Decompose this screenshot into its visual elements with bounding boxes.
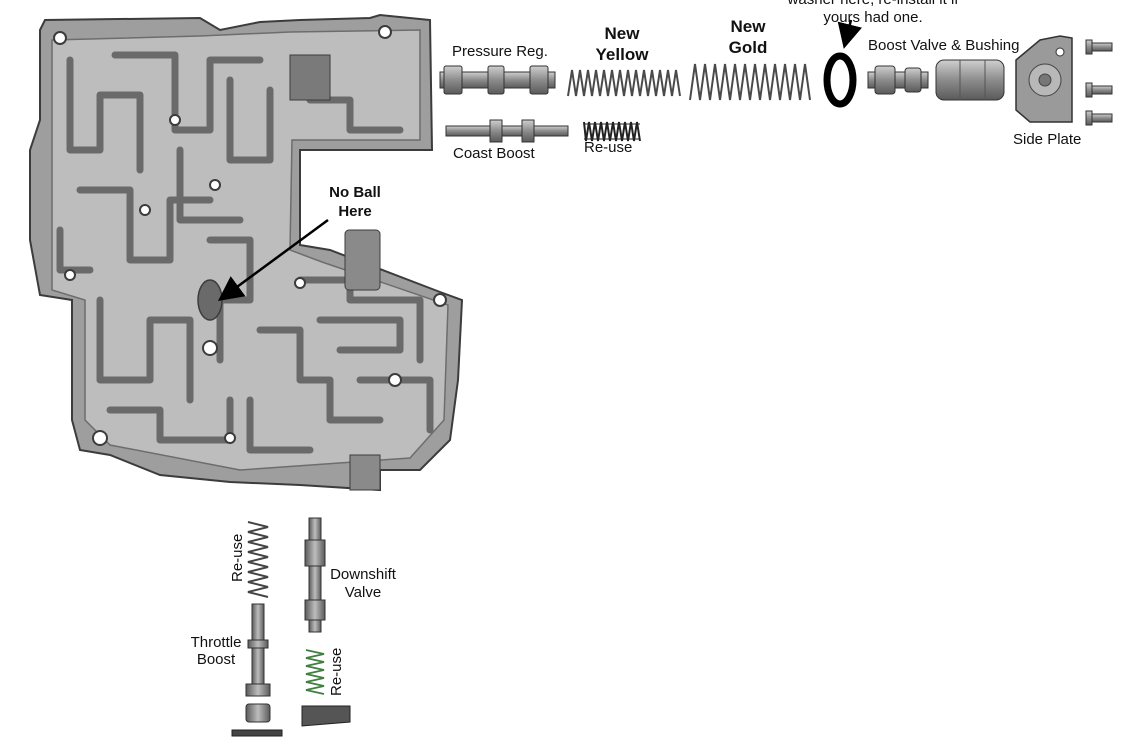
no-ball-label-2: Here [338,203,372,220]
pressure-reg-label: Pressure Reg. [452,43,548,60]
new-yellow-spring [567,69,681,97]
new-gold-label-2: Gold [728,38,768,57]
side-plate-bolts [1085,39,1113,126]
washer-note-line2: yours had one. [823,9,923,26]
new-yellow-label-1: New [604,24,640,43]
pressure-regulator-valve [439,65,556,95]
coast-boost-valve [445,119,569,143]
reuse-bottom-label: Re-use [328,647,345,696]
washer-note-line1: washer here, re-install it if [780,0,966,9]
valve-body-casting [29,13,464,492]
reuse-spring-top [583,121,641,142]
throttle-boost-label-2: Boost [196,651,236,668]
downshift-retainer [301,705,351,727]
side-plate-label: Side Plate [1013,131,1082,148]
boost-valve-bushing-label: Boost Valve & Bushing [868,37,1020,54]
reuse-top-label: Re-use [584,139,633,156]
washer-arrow [837,19,862,49]
throttle-spring [247,521,269,598]
boost-valve [867,65,929,95]
downshift-valve-label-1: Downshift [330,566,396,583]
coast-boost-label: Coast Boost [453,145,535,162]
side-plate [1015,35,1073,123]
new-gold-label-1: New [730,17,766,36]
boost-valve-bushing [935,59,1005,101]
new-gold-spring [689,63,811,101]
new-yellow-label-2: Yellow [595,45,649,64]
downshift-spring [305,649,325,695]
no-ball-label-1: No Ball [329,184,381,201]
throttle-boost-valve [245,603,271,697]
throttle-boost-label-1: Throttle [190,634,242,651]
no-ball-arrow [217,218,329,301]
downshift-valve-label-2: Valve [344,584,382,601]
downshift-valve [304,517,326,633]
washer-ring [823,52,857,108]
throttle-plate [231,729,283,737]
reuse-left-label: Re-use [229,533,246,582]
throttle-boost-sleeve [245,703,271,723]
